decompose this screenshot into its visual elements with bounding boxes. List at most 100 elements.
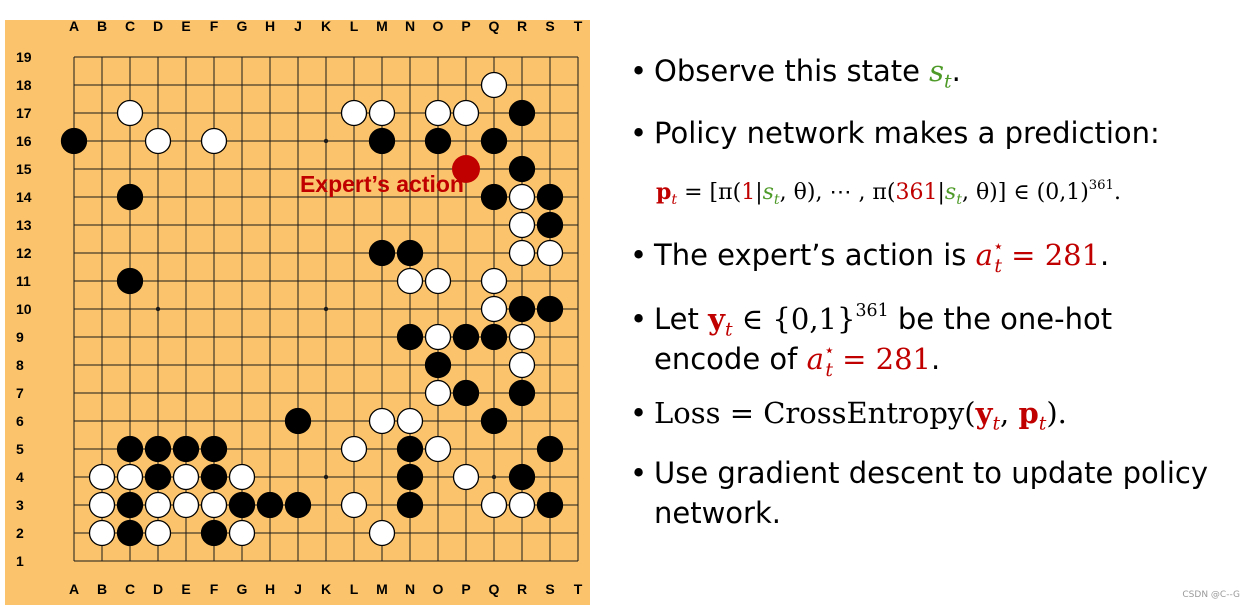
row-label: 6 [16, 413, 24, 429]
column-label: C [125, 581, 135, 597]
white-stone [424, 379, 452, 407]
row-label: 7 [16, 385, 24, 401]
bullet-one-hot-cont: encode of a⋆t = 281. [654, 341, 941, 381]
star-point [155, 306, 161, 312]
column-label: N [405, 20, 415, 34]
white-stone [368, 407, 396, 435]
white-stone [508, 239, 536, 267]
black-stone [424, 127, 452, 155]
row-label: 4 [16, 469, 24, 485]
column-label: S [545, 20, 554, 34]
black-stone [480, 183, 508, 211]
black-stone [508, 295, 536, 323]
black-stone [116, 491, 144, 519]
white-stone [340, 99, 368, 127]
black-stone [284, 491, 312, 519]
star-point [323, 474, 329, 480]
black-stone [144, 435, 172, 463]
column-label: P [461, 581, 470, 597]
white-stone [480, 295, 508, 323]
row-label: 1 [16, 553, 24, 569]
bullet-dot: • [630, 54, 648, 88]
white-stone [452, 99, 480, 127]
expert-action-expression: a⋆t = 281 [975, 237, 1101, 277]
column-label: B [97, 20, 107, 34]
black-stone [144, 463, 172, 491]
black-stone [116, 267, 144, 295]
column-label: M [376, 20, 388, 34]
white-stone [368, 99, 396, 127]
column-label: D [153, 581, 163, 597]
bullet-observe-state: •Observe this state st. [630, 54, 961, 93]
bullet-text: Observe this state [654, 54, 930, 88]
white-stone [200, 127, 228, 155]
black-stone [452, 379, 480, 407]
row-label: 13 [16, 217, 32, 233]
black-stone [480, 407, 508, 435]
white-stone [424, 323, 452, 351]
black-stone [284, 407, 312, 435]
black-stone [200, 519, 228, 547]
watermark: CSDN @C--G [1182, 590, 1240, 600]
row-label: 15 [16, 161, 32, 177]
row-label: 18 [16, 77, 32, 93]
black-stone [200, 435, 228, 463]
black-stone [60, 127, 88, 155]
white-stone [396, 267, 424, 295]
column-label: G [237, 20, 248, 34]
white-stone [508, 211, 536, 239]
white-stone [172, 463, 200, 491]
black-stone [536, 295, 564, 323]
column-label: J [294, 20, 302, 34]
white-stone [424, 435, 452, 463]
black-stone [508, 155, 536, 183]
white-stone [116, 463, 144, 491]
white-stone [228, 519, 256, 547]
column-label: H [265, 581, 275, 597]
white-stone [536, 239, 564, 267]
white-stone [144, 127, 172, 155]
white-stone [424, 267, 452, 295]
black-stone [536, 491, 564, 519]
bullet-loss: •Loss = CrossEntropy(yt, pt). [630, 396, 1067, 435]
row-label: 8 [16, 357, 24, 373]
column-label: H [265, 20, 275, 34]
column-label: T [574, 581, 583, 597]
black-stone [228, 491, 256, 519]
star-point [491, 474, 497, 480]
black-stone [116, 183, 144, 211]
black-stone [116, 519, 144, 547]
column-label: E [181, 581, 190, 597]
row-label: 2 [16, 525, 24, 541]
bullet-dot: • [630, 456, 648, 490]
white-stone [88, 463, 116, 491]
white-stone [340, 491, 368, 519]
column-label: T [574, 20, 583, 34]
column-label: R [517, 581, 527, 597]
white-stone [368, 519, 396, 547]
row-label: 14 [16, 189, 32, 205]
row-label: 11 [16, 273, 31, 289]
bullet-policy-prediction: •Policy network makes a prediction: [630, 116, 1160, 150]
black-stone [368, 127, 396, 155]
black-stone [424, 351, 452, 379]
bullet-text: Policy network makes a prediction: [654, 116, 1160, 150]
policy-output-formula: pt = [π(1|st, θ), ⋯ , π(361|st, θ)] ∈ (0… [656, 178, 1121, 208]
black-stone [172, 435, 200, 463]
column-label: B [97, 581, 107, 597]
black-stone [396, 239, 424, 267]
black-stone [396, 491, 424, 519]
expert-action-label: Expert’s action [300, 171, 464, 197]
row-label: 17 [16, 105, 32, 121]
column-label: M [376, 581, 388, 597]
white-stone [396, 407, 424, 435]
white-stone [480, 71, 508, 99]
black-stone [536, 183, 564, 211]
white-stone [424, 99, 452, 127]
row-label: 19 [16, 49, 32, 65]
black-stone [256, 491, 284, 519]
row-label: 3 [16, 497, 24, 513]
column-label: K [321, 581, 331, 597]
row-label: 9 [16, 329, 24, 345]
